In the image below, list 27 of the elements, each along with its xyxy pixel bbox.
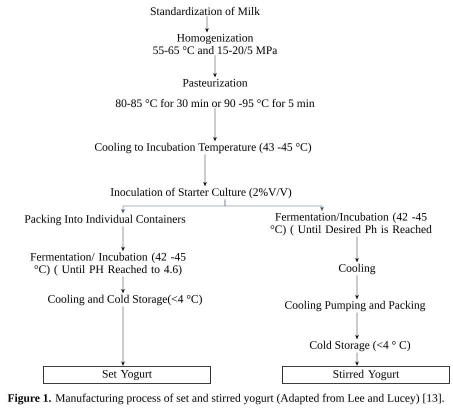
arrow <box>355 312 359 340</box>
step-label: Fermentation/ Incubation (42 -45 °C) ( Until PH Reached to 4.6) <box>30 252 186 276</box>
step-label: Cooling to Incubation Temperature (43 -45 °C) <box>94 142 312 154</box>
step-label: Cooling <box>338 264 376 274</box>
arrow <box>121 226 125 251</box>
process-box: Set Yogurt <box>43 366 211 384</box>
arrow <box>121 276 125 294</box>
figure-caption: Figure 1. Manufacturing process of set and stirred yogurt (Adapted from Lee and Lucey) [13]. <box>8 394 444 404</box>
step-label: Packing Into Individual Containers <box>24 214 186 226</box>
arrow <box>355 236 359 262</box>
process-box: Stirred Yogurt <box>282 366 450 384</box>
arrow <box>213 55 217 78</box>
step-label: Standardization of Milk <box>150 6 260 16</box>
arrow <box>355 352 359 366</box>
arrow <box>203 154 207 186</box>
arrow <box>121 306 125 366</box>
arrow <box>213 108 217 142</box>
step-label: Cold Storage (<4 ° C) <box>310 340 410 352</box>
step-label: Homogenization 55-65 °C and 15-20/5 MPa <box>153 34 278 54</box>
arrow <box>205 16 209 32</box>
step-label: Cooling Pumping and Packing <box>285 300 426 312</box>
step-label: Inoculation of Starter Culture (2%V/V) <box>110 188 292 198</box>
step-label: Cooling and Cold Storage(<4 °C) <box>48 294 202 306</box>
arrow <box>224 199 324 211</box>
step-label: Pasteurization 80-85 °C for 30 min or 90 -95 °C for 5 min <box>116 78 314 108</box>
step-label: Fermentation/Incubation (42 -45 °C) ( Until Desired Ph is Reached <box>270 212 432 236</box>
arrow <box>355 275 359 300</box>
